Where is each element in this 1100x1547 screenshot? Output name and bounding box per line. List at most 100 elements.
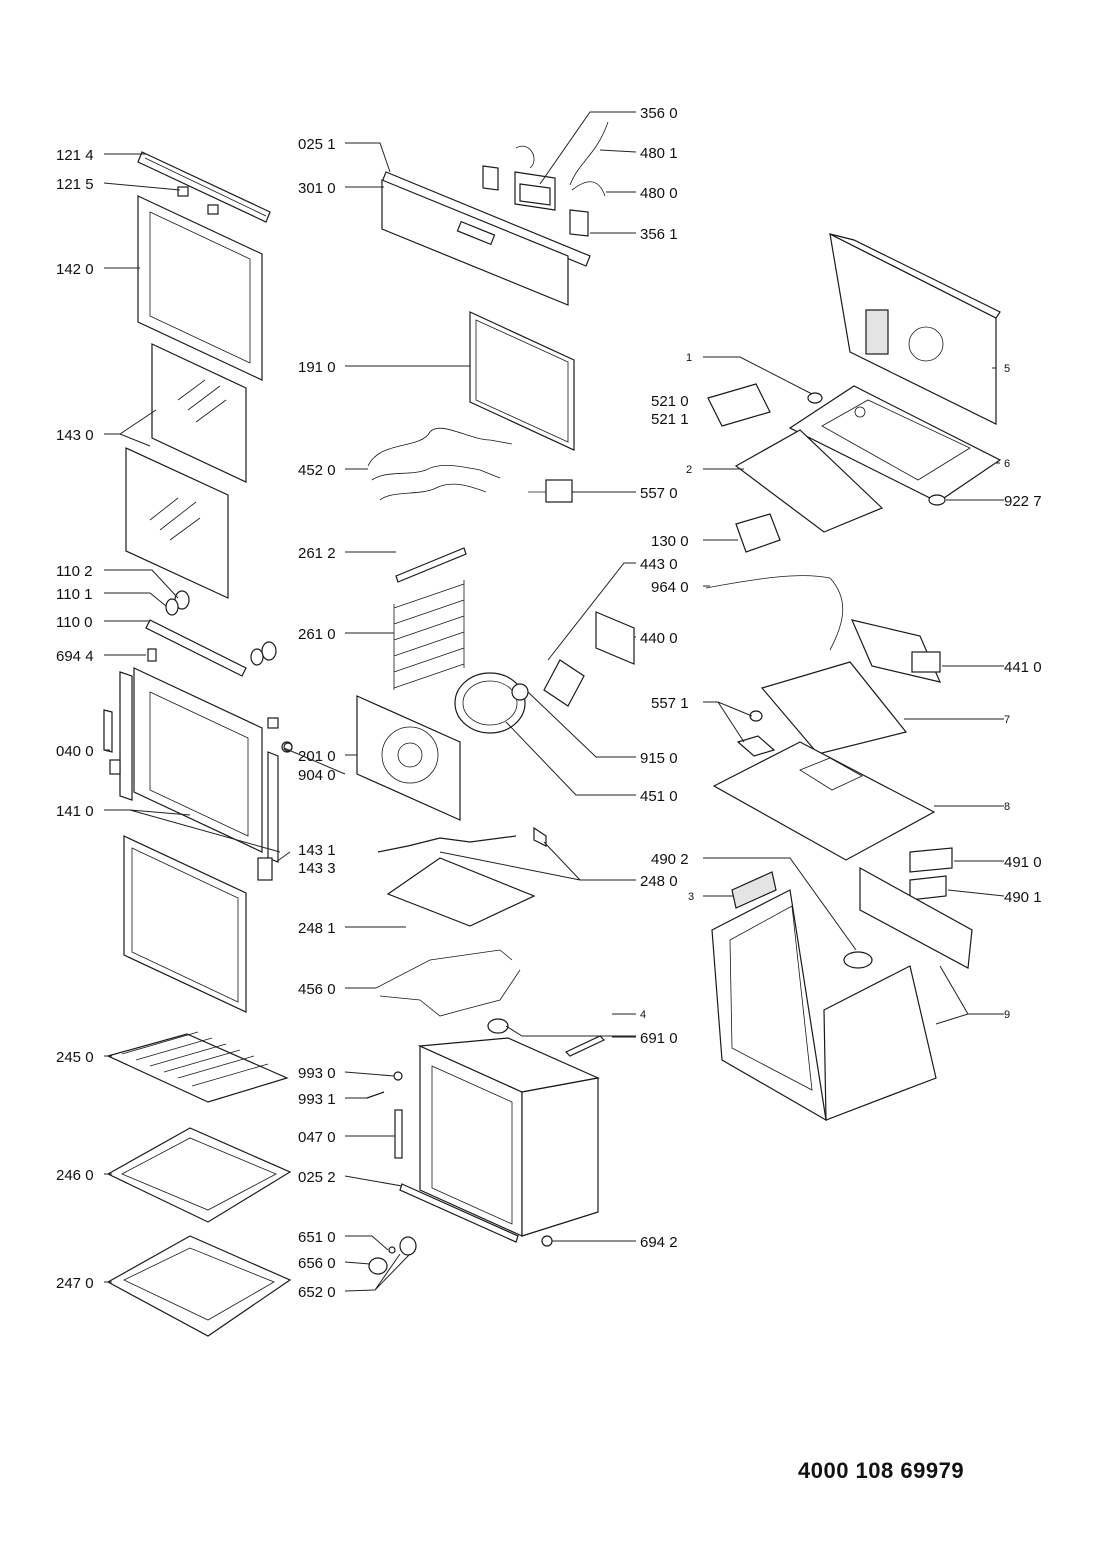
- part-490-1: [909, 875, 947, 901]
- label-694-2: 694 2: [640, 1234, 678, 1251]
- label-191-0: 191 0: [298, 359, 336, 376]
- label-656-0: 656 0: [298, 1255, 336, 1272]
- washer-1: [807, 392, 823, 404]
- cooling-tray-6: [788, 385, 1002, 503]
- feet: [541, 1235, 553, 1247]
- base-plate-2: [734, 429, 884, 533]
- trim-clips: [177, 186, 219, 215]
- inner-door-glass-lower: [125, 447, 229, 599]
- label-993-0: 993 0: [298, 1065, 336, 1082]
- label-451-0: 451 0: [640, 788, 678, 805]
- label-143-1: 143 1: [298, 842, 336, 859]
- label-441-0: 441 0: [1004, 659, 1042, 676]
- label-557-1: 557 1: [651, 695, 689, 712]
- wire-support: [375, 949, 521, 1017]
- label-480-1: 480 1: [640, 145, 678, 162]
- rotisserie-spit: [377, 826, 547, 927]
- label-922-7: 922 7: [1004, 493, 1042, 510]
- oven-rear-panel: [356, 695, 461, 821]
- cavity-front-strip: [399, 1183, 519, 1243]
- label-3: 3: [688, 891, 694, 903]
- label-143-3: 143 3: [298, 860, 336, 877]
- lamp-cover: [487, 1018, 509, 1034]
- label-143-0: 143 0: [56, 427, 94, 444]
- label-480-0: 480 0: [640, 185, 678, 202]
- door-hinges: [103, 671, 279, 863]
- wire-grid: [106, 1031, 289, 1103]
- label-5: 5: [1004, 363, 1010, 375]
- label-452-0: 452 0: [298, 462, 336, 479]
- label-443-0: 443 0: [640, 556, 678, 573]
- label-652-0: 652 0: [298, 1284, 336, 1301]
- fan-and-motor: [511, 611, 635, 707]
- label-110-2: 110 2: [56, 563, 92, 580]
- label-2: 2: [686, 464, 692, 476]
- part-3: [731, 871, 777, 909]
- door-top-trim: [137, 151, 271, 223]
- label-691-0: 691 0: [640, 1030, 678, 1047]
- fan-unit-441: [850, 619, 942, 683]
- side-racks: [393, 547, 467, 690]
- door-seal: [469, 311, 575, 451]
- oven-cavity: [417, 1037, 601, 1237]
- grill-element: [367, 427, 513, 501]
- circular-element: [454, 672, 526, 734]
- door-handle: [145, 619, 247, 677]
- thermostat: [528, 479, 573, 503]
- label-456-0: 456 0: [298, 981, 336, 998]
- label-201-0: 201 0: [298, 748, 336, 765]
- label-7: 7: [1004, 714, 1010, 726]
- label-047-0: 047 0: [298, 1129, 336, 1146]
- label-915-0: 915 0: [640, 750, 678, 767]
- label-110-0: 110 0: [56, 614, 92, 631]
- module-521: [707, 383, 771, 427]
- top-cover-5: [829, 232, 1001, 425]
- label-261-2: 261 2: [298, 545, 336, 562]
- label-6: 6: [1004, 458, 1010, 470]
- label-694-4: 694 4: [56, 648, 94, 665]
- label-248-0: 248 0: [640, 873, 678, 890]
- bracket-7: [760, 661, 908, 755]
- label-9: 9: [1004, 1009, 1010, 1021]
- switch-130: [735, 513, 781, 553]
- label-110-1: 110 1: [56, 586, 92, 603]
- label-440-0: 440 0: [640, 630, 678, 647]
- document-number: 4000 108 69979: [798, 1458, 965, 1483]
- label-521-1: 521 1: [651, 411, 689, 428]
- outer-casing-9: [711, 866, 973, 1122]
- label-651-0: 651 0: [298, 1229, 336, 1246]
- label-356-1: 356 1: [640, 226, 678, 243]
- label-040-0: 040 0: [56, 743, 94, 760]
- label-130-0: 130 0: [651, 533, 689, 550]
- label-8: 8: [1004, 801, 1010, 813]
- label-356-0: 356 0: [640, 105, 678, 122]
- outer-door-glass: [137, 195, 263, 381]
- label-248-1: 248 1: [298, 920, 336, 937]
- door-inner-panel: [123, 835, 247, 1013]
- label-4: 4: [640, 1009, 646, 1021]
- terminal-491: [909, 847, 953, 873]
- hinge-fixing: [147, 648, 157, 662]
- label-904-0: 904 0: [298, 767, 336, 784]
- label-1: 1: [686, 352, 692, 364]
- programmer-and-wiring: [482, 121, 609, 237]
- label-993-1: 993 1: [298, 1091, 336, 1108]
- handle-washers: [165, 590, 277, 666]
- label-490-1: 490 1: [1004, 889, 1042, 906]
- label-246-0: 246 0: [56, 1167, 94, 1184]
- label-025-1: 025 1: [298, 136, 336, 153]
- inner-door-glass-upper: [151, 343, 247, 483]
- label-557-0: 557 0: [640, 485, 678, 502]
- label-025-2: 025 2: [298, 1169, 336, 1186]
- label-121-4: 121 4: [56, 147, 94, 164]
- label-964-0: 964 0: [651, 579, 689, 596]
- label-490-2: 490 2: [651, 851, 689, 868]
- tube-964: [705, 575, 844, 651]
- control-panel: [381, 171, 591, 306]
- control-knobs: [368, 1236, 417, 1275]
- screws-and-bracket: [366, 1071, 403, 1159]
- label-521-0: 521 0: [651, 393, 689, 410]
- part-labels: 121 4 121 5 142 0 143 0 110 2 110 1 110 …: [56, 105, 1042, 1301]
